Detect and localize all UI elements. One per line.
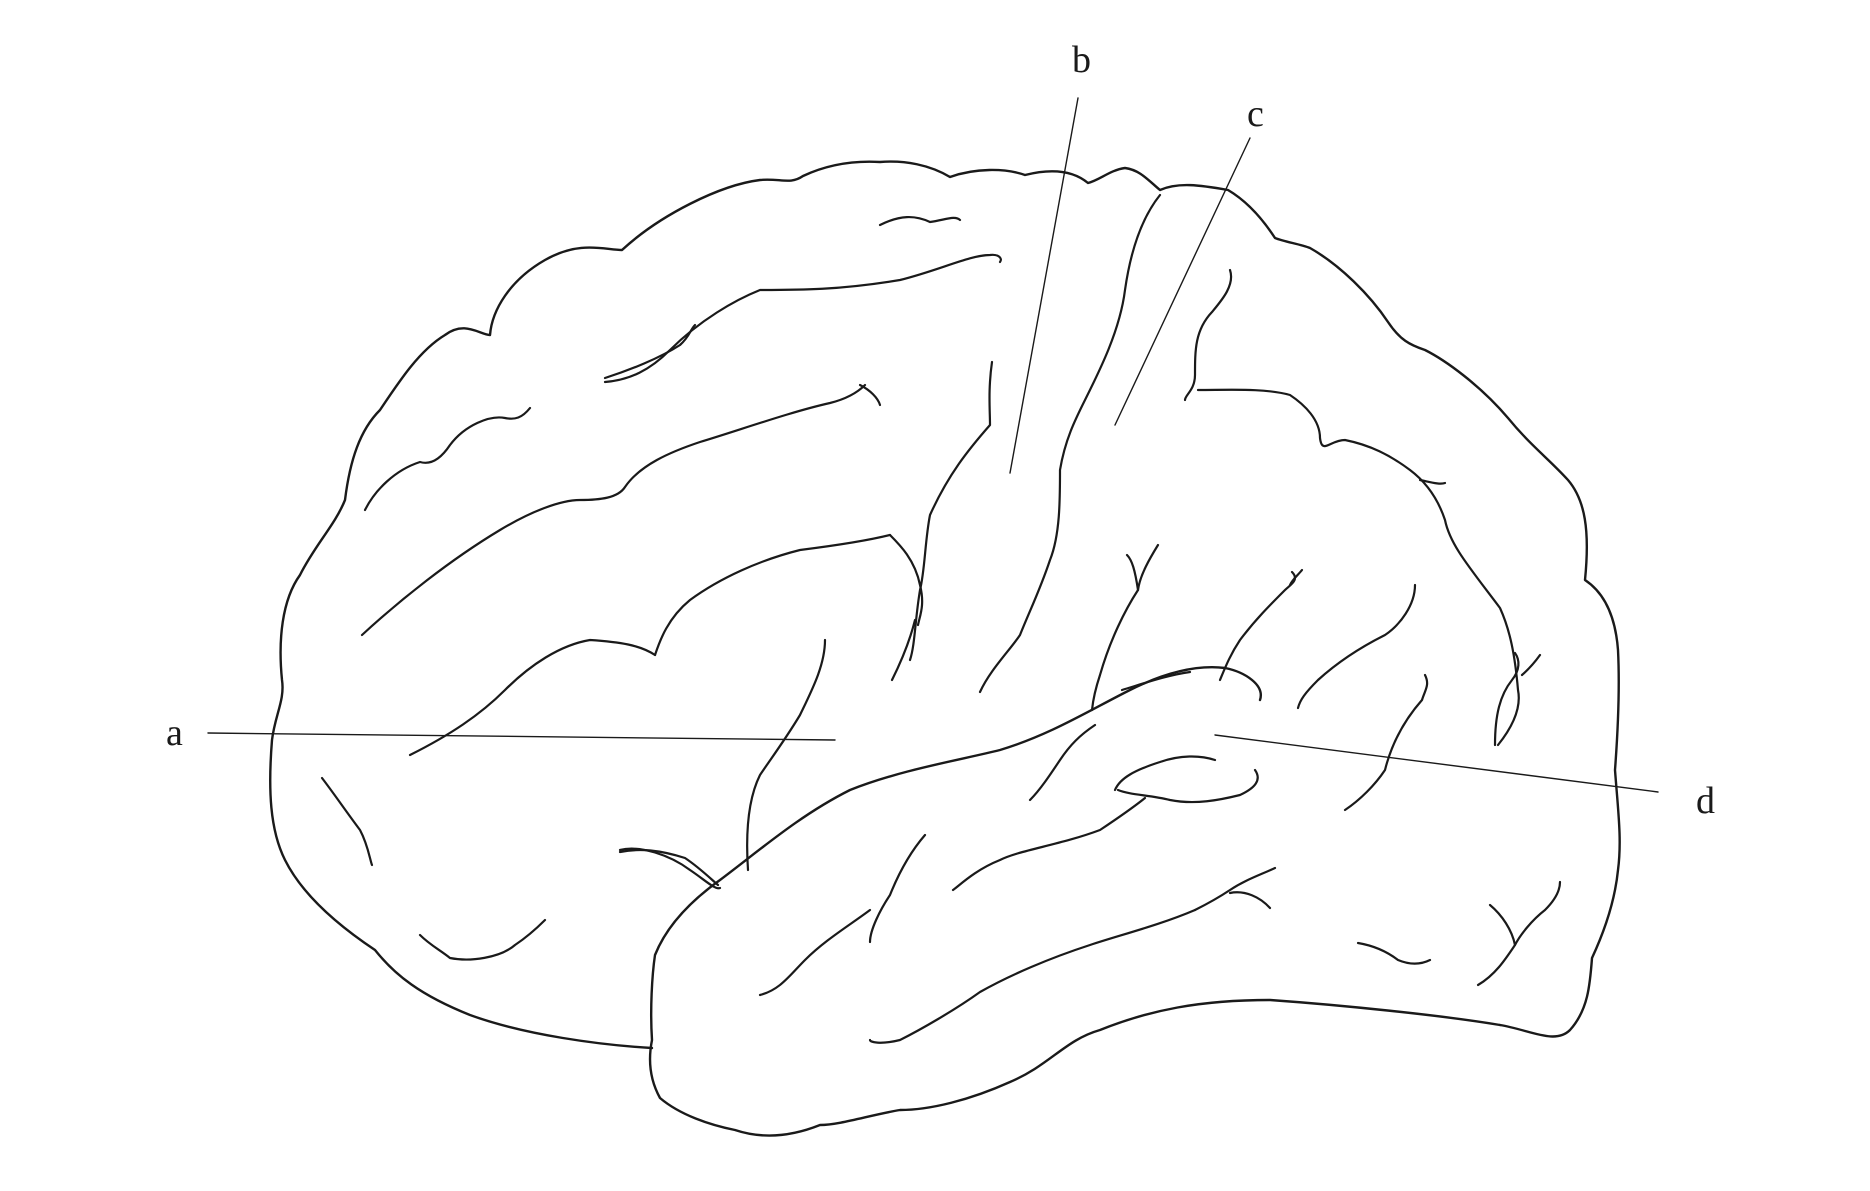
leader-line-b bbox=[1009, 97, 1079, 474]
leader-line-d bbox=[1214, 734, 1659, 793]
labels: a b c d bbox=[166, 39, 1715, 822]
label-d: d bbox=[1696, 780, 1715, 822]
leader-lines bbox=[207, 97, 1659, 793]
temporal-lobe-outline bbox=[648, 665, 1502, 1137]
leader-line-a bbox=[207, 732, 836, 741]
label-a: a bbox=[166, 712, 183, 754]
sulci-group bbox=[320, 193, 1562, 1044]
label-b: b bbox=[1072, 39, 1091, 81]
cerebrum-outline bbox=[269, 160, 1621, 1050]
label-c: c bbox=[1247, 93, 1264, 135]
leader-line-c bbox=[1114, 137, 1251, 426]
